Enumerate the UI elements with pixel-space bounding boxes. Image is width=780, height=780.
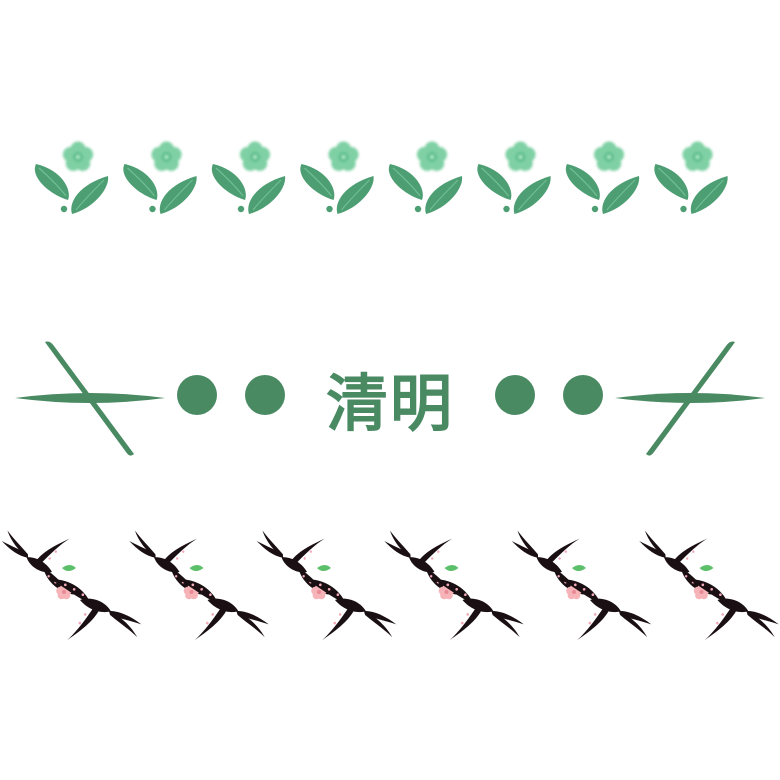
flower-leaf-icon — [654, 141, 728, 214]
flower-leaf-icon — [388, 141, 463, 214]
green-dot-icon — [495, 375, 535, 415]
flower-leaf-icon — [211, 141, 286, 214]
swallow-pair-icon — [384, 530, 524, 641]
flower-leaf-icon — [123, 141, 197, 214]
grass-blade-icon — [15, 341, 165, 456]
flower-leaf-icon — [565, 141, 640, 214]
swallow-pair-icon — [639, 530, 779, 641]
swallow-border-svg — [1, 530, 779, 641]
flower-border-svg — [34, 141, 728, 214]
title-qingming: 清明 — [325, 367, 454, 440]
title-divider-svg — [15, 341, 765, 456]
green-dot-icon — [245, 375, 285, 415]
green-dot-icon — [563, 375, 603, 415]
swallow-pair-icon — [129, 530, 269, 641]
swallow-pair-icon — [511, 530, 652, 641]
title-divider — [0, 330, 780, 470]
flower-leaf-icon — [34, 141, 109, 214]
flower-leaf-icon — [477, 141, 551, 214]
flower-border — [0, 130, 780, 230]
grass-blade-icon — [615, 341, 765, 456]
swallow-border — [0, 530, 780, 660]
swallow-pair-icon — [256, 530, 397, 641]
green-dot-icon — [177, 375, 217, 415]
flower-leaf-icon — [300, 141, 374, 214]
swallow-pair-icon — [1, 530, 142, 641]
